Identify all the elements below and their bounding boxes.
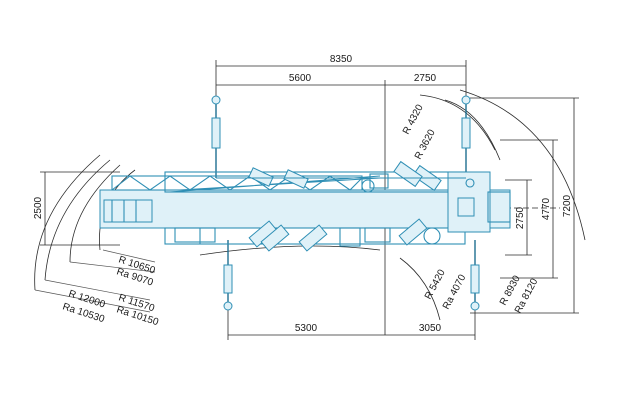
dim-top-left: 5600 xyxy=(289,73,312,84)
dimension-labels: 8350 5600 2750 5300 3050 2500 2750 4770 … xyxy=(33,54,573,334)
radius-r4320: R 4320 xyxy=(401,102,426,136)
crane-body xyxy=(99,95,511,311)
radius-ra4070: Ra 4070 xyxy=(441,272,469,311)
dim-top-right: 2750 xyxy=(414,73,437,84)
dim-top-total: 8350 xyxy=(330,54,353,65)
dim-bottom-left: 5300 xyxy=(295,323,318,334)
wheels xyxy=(248,160,442,252)
dim-right-mid: 4770 xyxy=(541,197,552,220)
dim-right-outer: 7200 xyxy=(562,194,573,217)
dim-left-height: 2500 xyxy=(33,196,44,219)
dim-bottom-right: 3050 xyxy=(419,323,442,334)
radius-r3620: R 3620 xyxy=(413,127,438,161)
dim-right-inner: 2750 xyxy=(515,206,526,229)
radius-r5420: R 5420 xyxy=(423,267,448,301)
